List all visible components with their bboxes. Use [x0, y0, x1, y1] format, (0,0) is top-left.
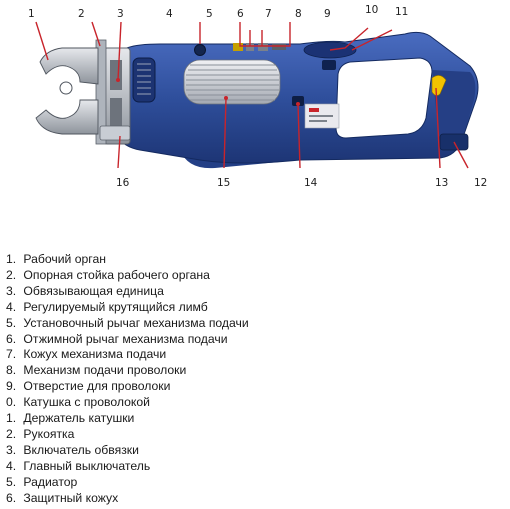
legend-item: 9. Отверстие для проволоки	[6, 379, 171, 394]
legend-item: 2. Рукоятка	[6, 426, 75, 441]
legend-item: 3. Обвязывающая единица	[6, 283, 164, 298]
feed-lever-knob	[194, 44, 206, 56]
callout-7: 7	[265, 8, 272, 20]
support-post	[95, 39, 107, 145]
callout-9: 9	[324, 8, 331, 20]
callout-2: 2	[78, 8, 85, 20]
callout-10: 10	[365, 4, 378, 16]
callout-11: 11	[395, 6, 408, 18]
callout-1: 1	[28, 8, 35, 20]
legend-item: 7. Кожух механизма подачи	[6, 347, 167, 362]
legend-item: 0. Катушка с проволокой	[6, 395, 150, 410]
upper-jaw	[39, 47, 99, 85]
legend-item: 5. Радиатор	[6, 474, 78, 489]
legend-item: 4. Главный выключатель	[6, 458, 151, 473]
legend-item: 1. Рабочий орган	[6, 252, 106, 266]
callout-15: 15	[217, 177, 230, 189]
legend-item: 8. Механизм подачи проволоки	[6, 363, 187, 378]
tool-diagram: 1 2 3 4 5 6 7 8 9 10 11 12 13 14 15 16	[28, 4, 487, 189]
legend-item: 4. Регулируемый крутящийся лимб	[6, 299, 208, 314]
radiator	[183, 59, 281, 105]
callout-12: 12	[474, 177, 487, 189]
callout-numbers: 1 2 3 4 5 6 7 8 9 10 11 12 13 14 15 16	[28, 4, 487, 189]
callout-5: 5	[206, 8, 213, 20]
leader-lines	[35, 21, 469, 169]
parts-legend: 1. Рабочий орган 2. Опорная стойка рабоч…	[6, 252, 249, 507]
handle-opening	[335, 57, 433, 139]
legend-item: 2. Опорная стойка рабочего органа	[6, 267, 210, 282]
legend-item: 5. Установочный рычаг механизма подачи	[6, 315, 249, 330]
callout-14: 14	[304, 177, 318, 189]
callout-8: 8	[295, 8, 302, 20]
legend-item: 1. Держатель катушки	[6, 411, 135, 426]
legend-item: 3. Включатель обвязки	[6, 442, 139, 457]
legend-item: 6. Отжимной рычаг механизма подачи	[6, 331, 228, 346]
callout-13: 13	[435, 177, 448, 189]
lower-jaw	[35, 99, 99, 135]
handle-grip	[432, 70, 476, 148]
protective-cover	[99, 125, 131, 141]
callout-3: 3	[117, 8, 124, 20]
legend-item: 6. Защитный кожух	[6, 490, 119, 505]
knob	[292, 96, 304, 106]
callout-16: 16	[116, 177, 130, 189]
adjust-dial	[132, 57, 156, 103]
callout-6: 6	[237, 8, 244, 20]
tool-illustration	[35, 31, 479, 169]
callout-4: 4	[166, 8, 173, 20]
